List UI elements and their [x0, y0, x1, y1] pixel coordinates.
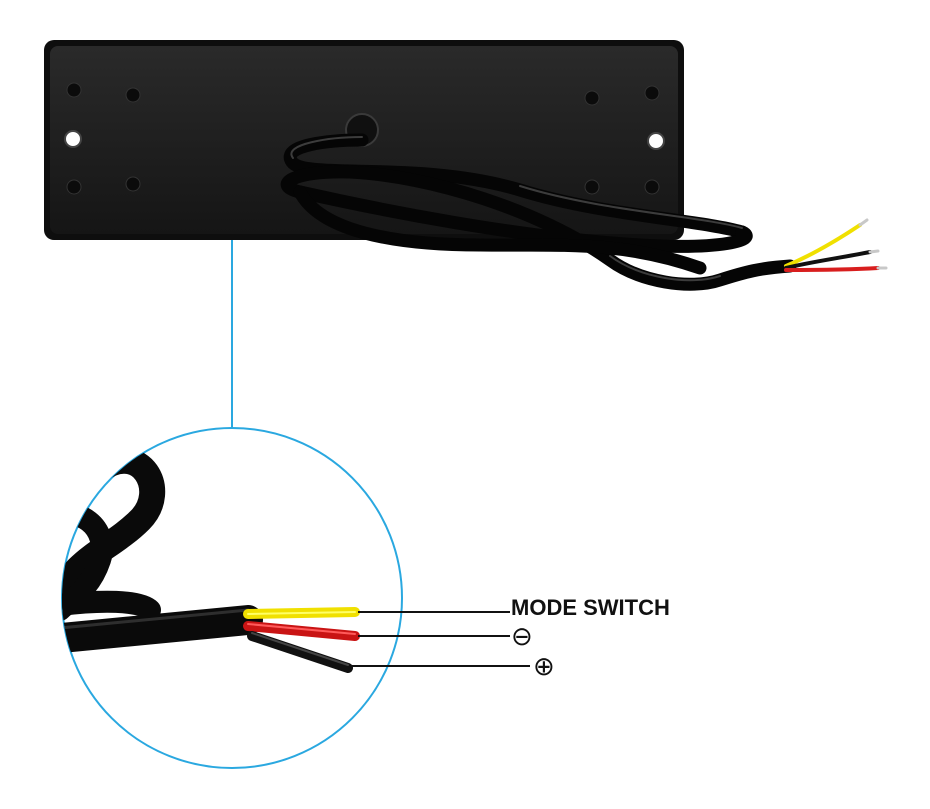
wire-ends-top — [784, 218, 888, 272]
positive-terminal-symbol: ⊕ — [533, 652, 555, 682]
coiled-cable — [280, 133, 797, 291]
leader-lines — [352, 611, 530, 667]
mode-switch-label: MODE SWITCH — [511, 595, 670, 620]
mounting-holes — [64, 82, 665, 195]
zoom-callout — [61, 427, 403, 769]
negative-terminal-symbol: ⊖ — [511, 622, 533, 652]
